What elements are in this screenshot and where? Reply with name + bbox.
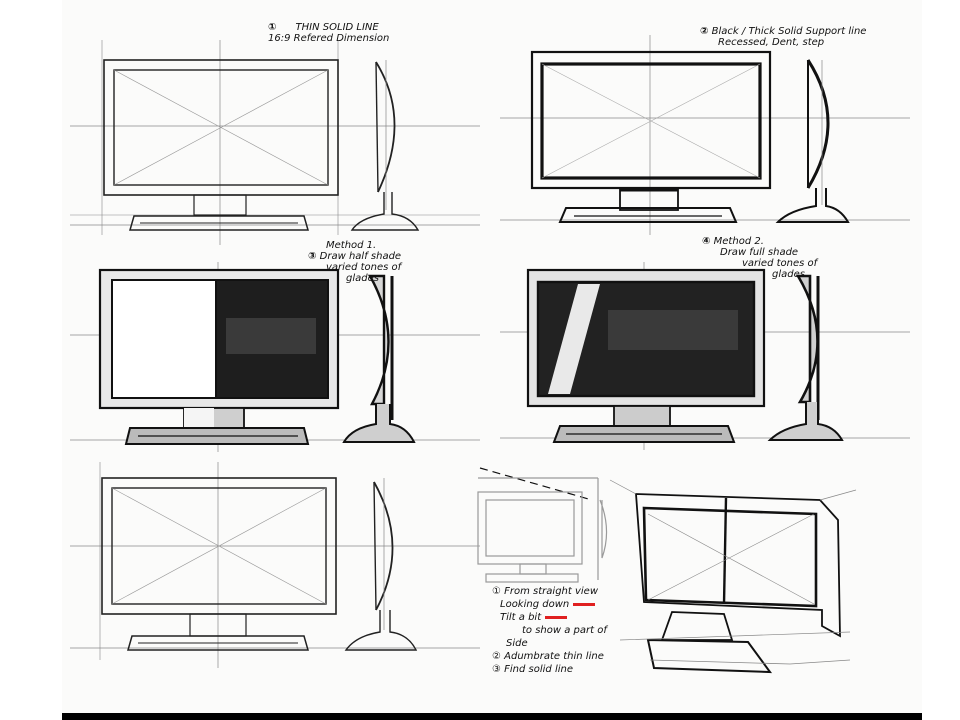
note-2: ② Black / Thick Solid Support line Reces…	[700, 26, 866, 48]
steps-notes: ① From straight view Looking down Tilt a…	[492, 585, 607, 676]
red-mark-1	[573, 602, 596, 606]
red-mark-2	[545, 615, 568, 619]
note-4-line4: glades	[772, 269, 805, 280]
step-1d: Side	[506, 638, 528, 649]
panel-4-sketch	[500, 262, 910, 450]
note-4: ④ Method 2. Draw full shade varied tones…	[702, 236, 817, 280]
note-1-line1: THIN SOLID LINE	[295, 22, 379, 33]
note-3-number: ③	[308, 251, 317, 262]
note-2-line1: Black / Thick Solid Support line	[711, 26, 867, 37]
step-2: ② Adumbrate thin line	[492, 651, 604, 662]
step-3: ③ Find solid line	[492, 664, 573, 675]
note-4-line1: Method 2.	[713, 236, 764, 247]
note-2-number: ②	[700, 26, 709, 37]
bottom-rule	[62, 713, 922, 720]
note-2-line2: Recessed, Dent, step	[718, 37, 825, 48]
note-1-number: ①	[268, 22, 277, 33]
note-1: ① THIN SOLID LINE 16:9 Refered Dimension	[268, 22, 389, 44]
panel-2-sketch	[500, 35, 910, 235]
note-4-line3: varied tones of	[742, 258, 818, 269]
note-3-line2: Draw half shade	[319, 251, 402, 262]
note-4-line2: Draw full shade	[720, 247, 799, 258]
note-3-line4: glades	[346, 273, 379, 284]
panel-5-sketch	[70, 462, 480, 668]
step-1: ① From straight view	[492, 586, 599, 597]
panel-3-sketch	[70, 262, 480, 452]
step-1a: Looking down	[500, 599, 570, 610]
step-1b: Tilt a bit	[500, 612, 542, 623]
note-4-number: ④	[702, 236, 711, 247]
step-1c: to show a part of	[522, 625, 607, 636]
note-1-line2: 16:9 Refered Dimension	[268, 33, 390, 44]
note-3-line3: varied tones of	[326, 262, 402, 273]
note-3-line1: Method 1.	[326, 240, 377, 251]
note-3: Method 1. ③ Draw half shade varied tones…	[308, 240, 401, 284]
panel-6-sketch	[477, 467, 857, 674]
panel-1-sketch	[70, 40, 480, 245]
